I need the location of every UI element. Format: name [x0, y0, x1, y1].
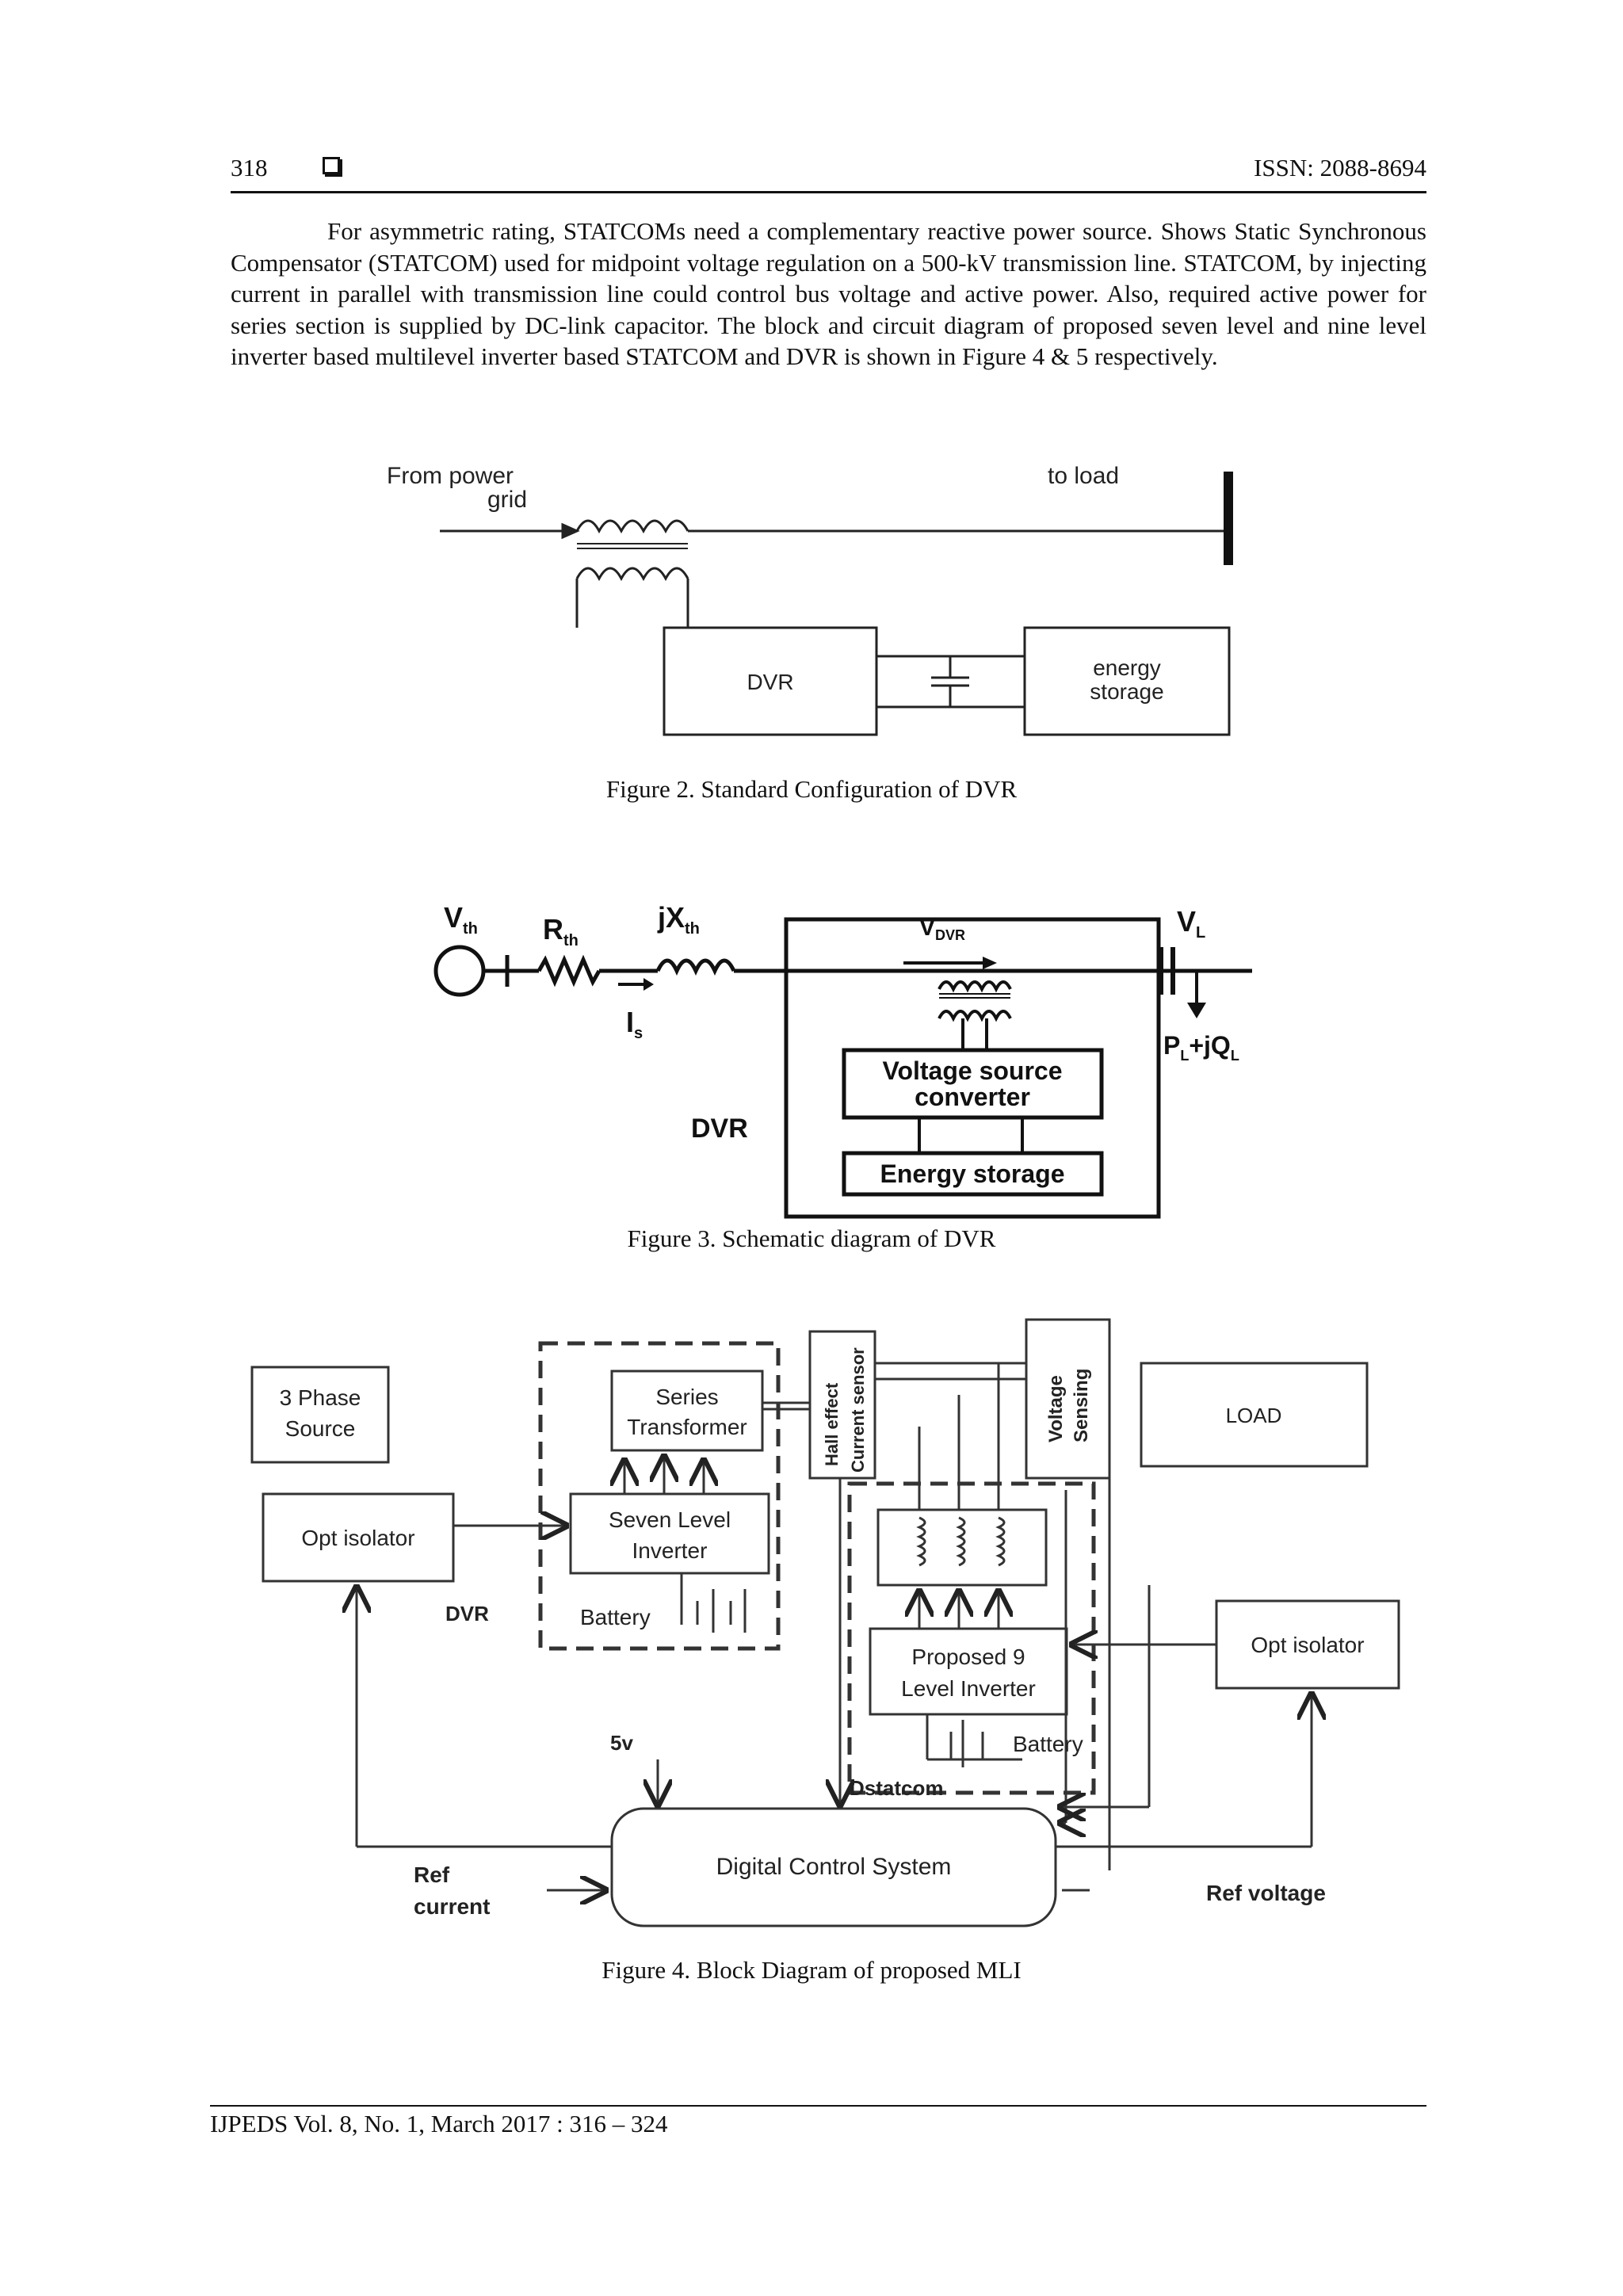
opt-isolator-left-box	[262, 1492, 455, 1583]
header-rule	[231, 191, 1426, 193]
header-square-icon	[323, 157, 340, 174]
dvr-dashed-group	[538, 1341, 781, 1651]
three-phase-source-label-1: 3 Phase	[280, 1385, 361, 1410]
voltage-source-converter-box	[842, 1048, 1104, 1120]
issn: ISSN: 2088-8694	[1254, 154, 1426, 181]
dstatcom-coupling-inductors-box	[876, 1508, 1048, 1587]
resistor-icon	[537, 954, 601, 988]
inductor-1-icon	[916, 1516, 926, 1567]
figure-4-block-diagram: 3 Phase Source Series Transformer Hall e…	[250, 1318, 1400, 1927]
series-transformer-box	[610, 1370, 764, 1452]
dstatcom-label: Dstatcom	[850, 1776, 943, 1800]
load-bus-bar	[1224, 472, 1233, 565]
figure-2-circuit: From power grid to load DVR energy stora…	[365, 460, 1260, 745]
energy-storage-box	[1023, 626, 1231, 736]
load-label: LOAD	[1226, 1404, 1282, 1427]
energy-storage-label: Energy storage	[880, 1159, 1065, 1188]
energy-storage-label-1: energy	[1093, 655, 1161, 680]
ref-current-label-2: current	[414, 1894, 490, 1919]
energy-storage-label-2: storage	[1090, 679, 1163, 704]
battery-right-label: Battery	[1013, 1732, 1083, 1756]
battery-left-label: Battery	[580, 1605, 651, 1629]
from-grid-label-1: From power	[387, 463, 514, 489]
vsc-label-1: Voltage source	[882, 1056, 1062, 1085]
body-paragraph-text: For asymmetric rating, STATCOMs need a c…	[231, 217, 1426, 370]
series-transformer-winding	[938, 980, 1012, 993]
three-phase-source-label-2: Source	[285, 1416, 356, 1441]
xth-label: jXth	[657, 901, 700, 938]
seven-level-label-1: Seven Level	[609, 1507, 731, 1532]
load-arrow-icon	[1187, 1003, 1206, 1018]
five-volt-label: 5v	[610, 1731, 633, 1755]
vl-label: VL	[1177, 905, 1205, 942]
series-transformer-label-1: Series	[655, 1385, 718, 1409]
body-paragraph: For asymmetric rating, STATCOMs need a c…	[231, 216, 1426, 372]
nine-level-inverter-box	[869, 1627, 1068, 1716]
dvr-converter-box	[663, 626, 878, 736]
is-label: Is	[626, 1006, 643, 1042]
opt-isolator-right-label: Opt isolator	[1251, 1633, 1364, 1657]
ref-voltage-label: Ref voltage	[1206, 1881, 1326, 1905]
dstatcom-dashed-group	[847, 1481, 1096, 1795]
to-load-label: to load	[1048, 463, 1119, 489]
voltage-sensing-label-2: Sensing	[1071, 1369, 1092, 1442]
inductor-icon	[655, 958, 736, 976]
figure-4-caption: Figure 4. Block Diagram of proposed MLI	[601, 1956, 1022, 1984]
series-transformer-label-2: Transformer	[627, 1415, 747, 1439]
seven-level-label-2: Inverter	[632, 1538, 708, 1563]
figure-2-caption: Figure 2. Standard Configuration of DVR	[605, 775, 1018, 803]
nine-level-label-2: Level Inverter	[901, 1676, 1036, 1701]
footer-rule	[210, 2105, 1426, 2107]
figure-3-caption: Figure 3. Schematic diagram of DVR	[627, 1224, 996, 1252]
dvr-side-label: DVR	[691, 1114, 748, 1144]
inductor-3-icon	[995, 1516, 1006, 1567]
from-grid-label-2: grid	[487, 487, 527, 513]
dvr-label: DVR	[747, 670, 793, 694]
energy-storage-box-3	[842, 1151, 1104, 1197]
transformer-primary-winding	[575, 519, 689, 534]
opt-isolator-left-label: Opt isolator	[301, 1526, 414, 1550]
page-number: 318	[231, 154, 268, 181]
hall-effect-label-1: Hall effect	[822, 1382, 842, 1466]
hall-effect-label-2: Current sensor	[848, 1347, 868, 1473]
vdvr-label: VDVR	[919, 915, 965, 943]
dvr-enclosure	[784, 917, 1161, 1219]
dvr-label: DVR	[445, 1602, 489, 1626]
figure-3-schematic: Vth Rth jXth Is VDVR VL PL+jQL Voltage s…	[433, 901, 1252, 1219]
footer-journal: IJPEDS Vol. 8, No. 1, March 2017 : 316 –…	[210, 2110, 668, 2137]
grid-arrow-icon	[561, 522, 580, 540]
nine-level-label-1: Proposed 9	[911, 1645, 1025, 1669]
voltage-sensing-box	[1025, 1318, 1111, 1480]
inductor-2-icon	[956, 1516, 966, 1567]
hall-effect-sensor-box	[808, 1330, 876, 1480]
vsc-label-2: converter	[915, 1083, 1030, 1111]
voltage-sensing-label-1: Voltage	[1045, 1375, 1067, 1442]
ref-current-label-1: Ref	[414, 1862, 450, 1887]
load-box	[1140, 1362, 1369, 1468]
seven-level-inverter-box	[569, 1492, 770, 1575]
three-phase-source-box	[250, 1366, 390, 1464]
source-circle-icon	[433, 945, 486, 997]
transformer-secondary-winding	[575, 567, 689, 582]
rth-label: Rth	[543, 913, 579, 949]
digital-control-system-box	[610, 1807, 1057, 1927]
pl-ql-label: PL+jQL	[1163, 1031, 1239, 1064]
vth-label: Vth	[444, 901, 478, 938]
digital-control-label: Digital Control System	[716, 1854, 952, 1880]
